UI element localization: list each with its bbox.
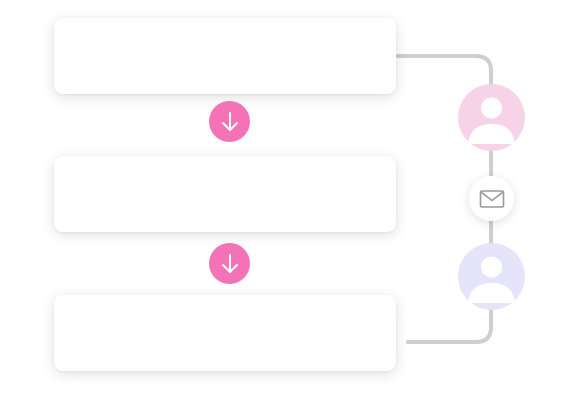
arrow-down-badge-1 [209,101,250,142]
arrow-down-icon [221,253,238,273]
avatar-user-2[interactable] [458,243,525,310]
user-icon [458,84,525,151]
step-card-2[interactable] [54,156,396,232]
message-badge[interactable] [469,176,514,221]
avatar-user-1[interactable] [458,84,525,151]
user-icon [458,243,525,310]
connector-line-top [396,54,493,252]
arrow-down-badge-2 [209,243,250,284]
step-card-3[interactable] [54,295,396,371]
arrow-down-icon [221,111,238,131]
envelope-icon [479,189,504,208]
step-card-1[interactable] [54,18,396,94]
